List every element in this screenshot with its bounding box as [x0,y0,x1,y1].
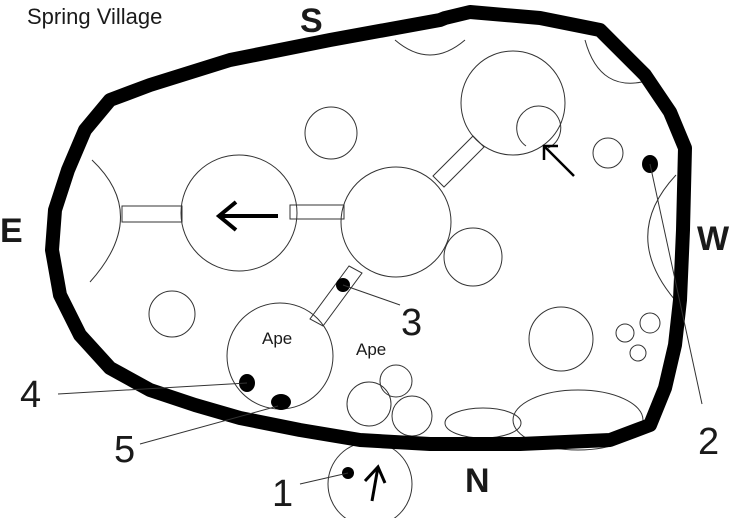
map-title: Spring Village [27,4,162,29]
marker-label-5: 5 [114,429,135,471]
leader-lines [57,163,703,485]
area-label-ape: Ape [356,340,386,359]
direction-west: W [697,220,730,258]
marker-dot-icon [271,394,291,410]
arrow-up-left-icon [542,144,575,177]
direction-south: S [300,2,323,40]
arrow-up-icon [363,464,387,502]
direction-east: E [0,212,23,250]
direction-north: N [465,462,490,500]
area-label-ape: Ape [262,329,292,348]
marker-label-4: 4 [20,374,41,416]
marker-label-3: 3 [401,302,422,344]
marker-label-2: 2 [698,421,719,463]
arrow-left-icon [215,200,278,232]
village-wall [45,5,692,451]
marker-label-1: 1 [272,473,293,515]
corridors [121,135,485,327]
terrain-bubbles [89,39,677,451]
